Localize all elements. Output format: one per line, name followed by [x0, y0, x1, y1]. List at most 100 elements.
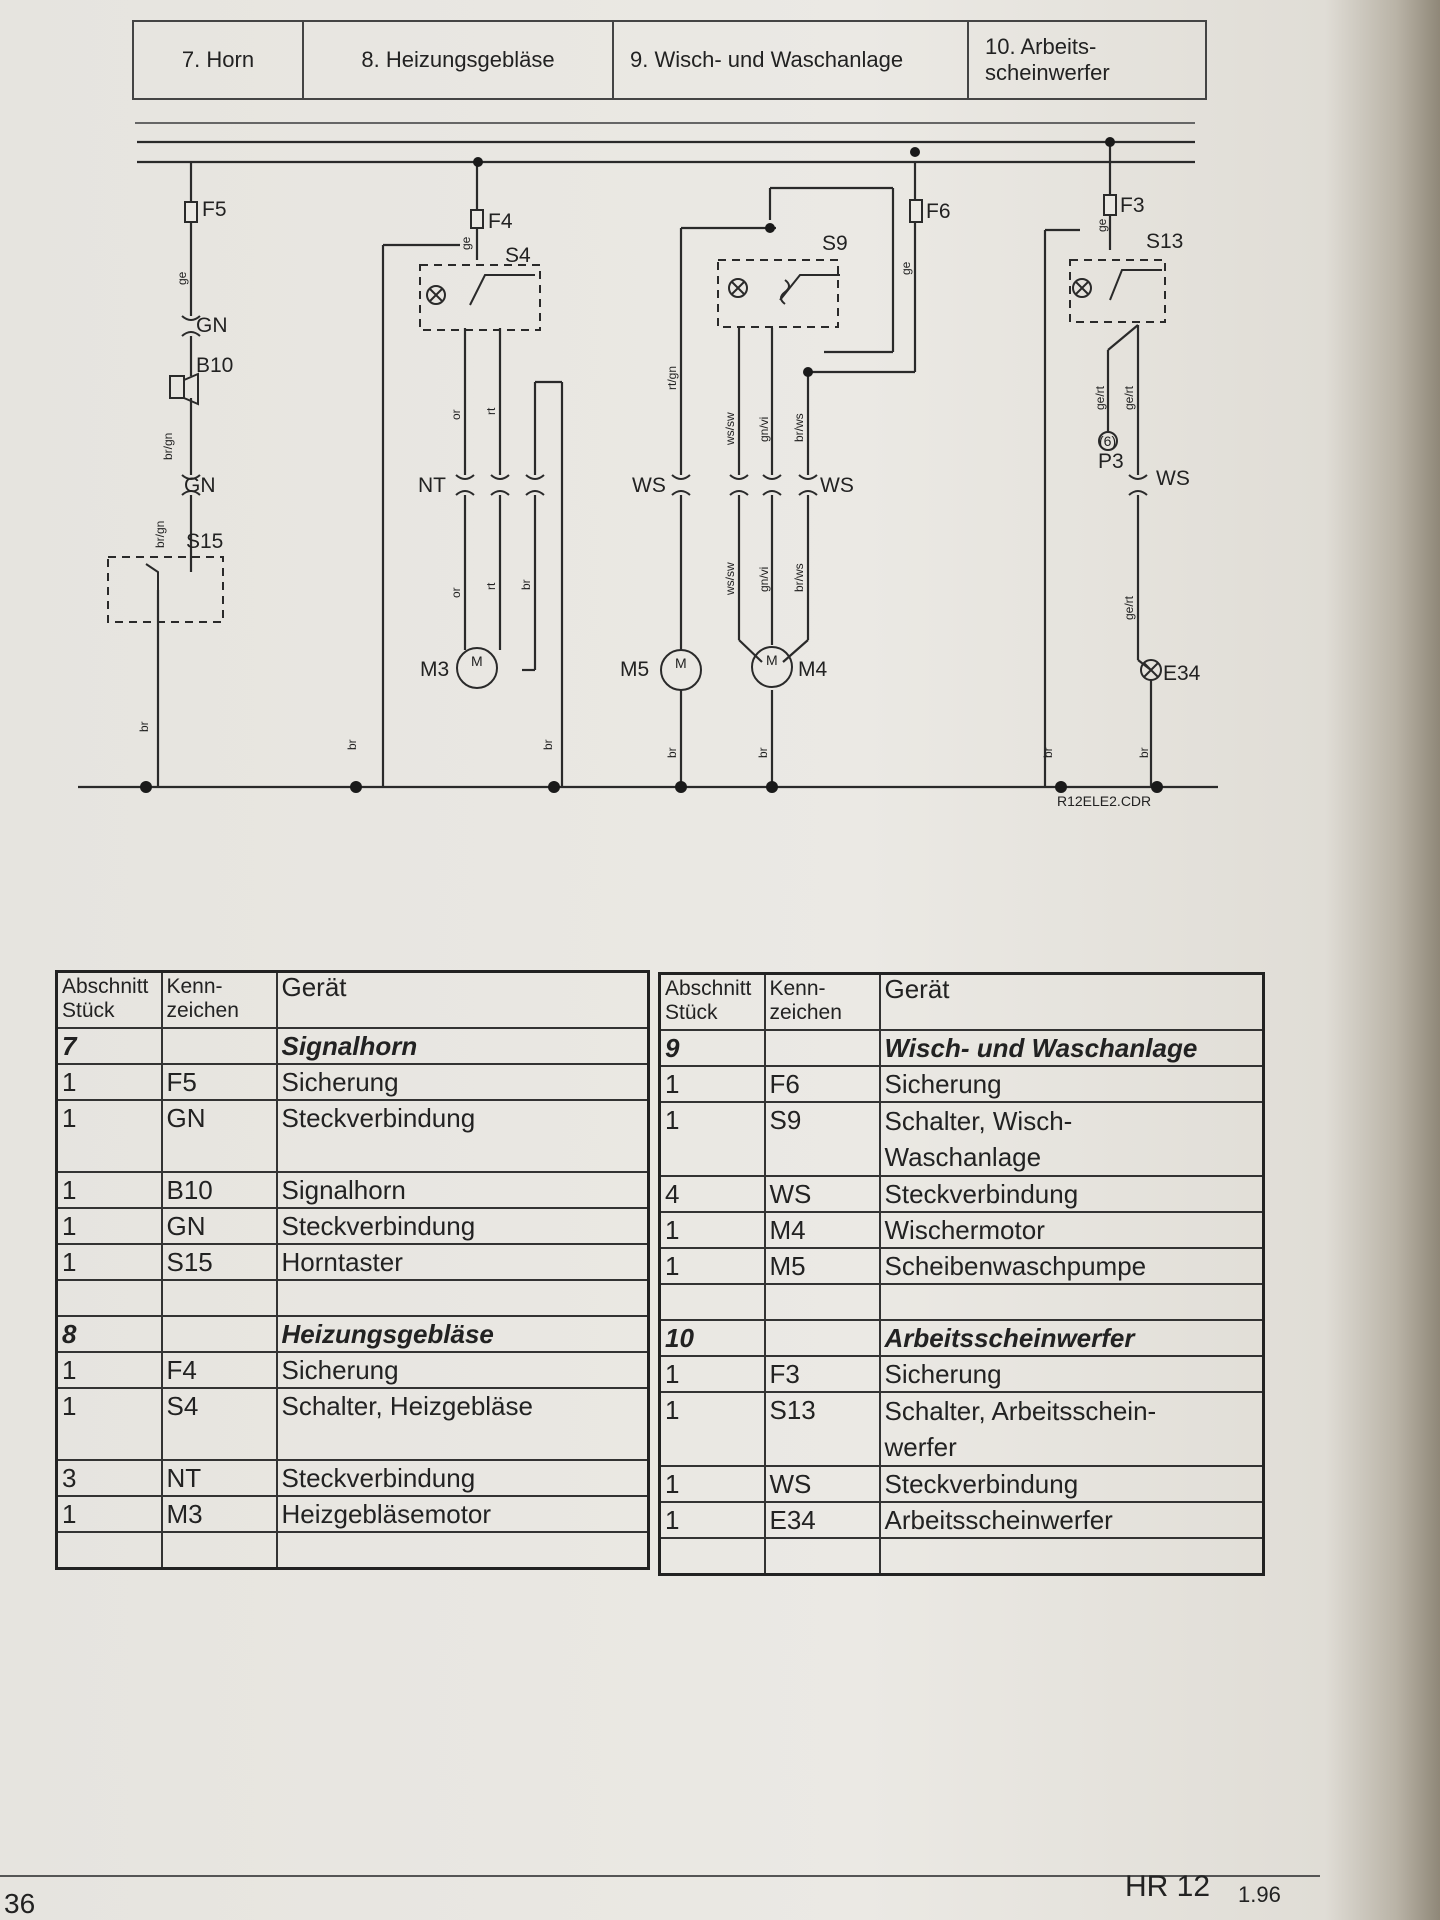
wire-code-or-1: or [449, 409, 463, 420]
cell-count: 1 [55, 1099, 163, 1173]
cell-code: S13 [763, 1391, 881, 1467]
wiring-diagram: F5 GN B10 GN S15 F4 S4 NT M3 WS WS M5 M4… [78, 137, 1218, 809]
cell-code: E34 [763, 1501, 881, 1539]
section-title-heater: 8. Heizungsgebläse [304, 22, 614, 98]
cell-device: Signalhorn [275, 1171, 650, 1209]
cell-device: Sicherung [878, 1065, 1265, 1103]
wire-code-ge-rt-3: ge/rt [1122, 595, 1136, 620]
header-kennzeichen: Kenn- zeichen [763, 972, 881, 1031]
wire-code-br-wiper-1: br [665, 747, 679, 758]
label-M3: M3 [420, 658, 449, 681]
label-B10: B10 [196, 354, 233, 377]
cell-code: NT [160, 1459, 278, 1497]
table-row-empty [55, 1279, 650, 1317]
wire-code-br-heater: br [345, 739, 359, 750]
wire-code-or-2: or [449, 587, 463, 598]
label-F4: F4 [488, 210, 513, 233]
wire-code-ws-sw-2: ws/sw [723, 562, 737, 596]
wire-code-br-light-1: br [1041, 747, 1055, 758]
label-GN-1: GN [196, 314, 228, 337]
wire-code-br-heater-3: br [541, 739, 555, 750]
cell-device: Schalter, Arbeitsschein- werfer [878, 1391, 1265, 1467]
cell-device: Scheibenwaschpumpe [878, 1247, 1265, 1285]
wire-code-gn-vi-2: gn/vi [757, 567, 771, 592]
wire-code-gn-vi-1: gn/vi [757, 417, 771, 442]
wire-code-ge-rt-1: ge/rt [1093, 385, 1107, 410]
cell-count: 1 [658, 1355, 766, 1393]
cell-device: Steckverbindung [878, 1465, 1265, 1503]
table-row-empty [55, 1531, 650, 1570]
table-header-row: Abschnitt Stück Kenn- zeichen Gerät [55, 970, 650, 1029]
cell-count: 1 [658, 1391, 766, 1467]
cell-code: GN [160, 1099, 278, 1173]
label-P3-number: (6) [1099, 433, 1116, 449]
label-S4: S4 [505, 244, 531, 267]
table-row-empty [658, 1283, 1265, 1321]
bus-line-top [135, 122, 1195, 124]
header-kennzeichen-text: Kenn- zeichen [769, 977, 842, 1024]
cell-count: 1 [658, 1211, 766, 1249]
cell-device: Steckverbindung [275, 1099, 650, 1173]
cell-count: 1 [658, 1465, 766, 1503]
cell-device: Steckverbindung [275, 1459, 650, 1497]
label-F3: F3 [1120, 194, 1145, 217]
cell-section: 7 [55, 1027, 163, 1065]
wire-code-br-ws-1: br/ws [792, 413, 806, 442]
cell-code: F3 [763, 1355, 881, 1393]
wire-code-br-gn-2: br/gn [153, 521, 167, 548]
cell-device: Sicherung [878, 1355, 1265, 1393]
label-E34: E34 [1163, 662, 1201, 685]
wire-code-ge-light: ge [1095, 218, 1109, 232]
cell-count: 1 [55, 1063, 163, 1101]
wire-code-ge-horn: ge [175, 271, 189, 285]
cell-code: GN [160, 1207, 278, 1245]
cell-count: 1 [55, 1387, 163, 1461]
header-abschnitt-text: Abschnitt Stück [62, 975, 149, 1022]
header-kennzeichen: Kenn- zeichen [160, 970, 278, 1029]
cell-device: Steckverbindung [275, 1207, 650, 1245]
cell-device: Heizgebläsemotor [275, 1495, 650, 1533]
label-S13: S13 [1146, 230, 1183, 253]
cell-code: M5 [763, 1247, 881, 1285]
cell-count: 1 [55, 1207, 163, 1245]
version-number: 1.96 [1238, 1882, 1281, 1907]
section-title-worklight-text: 10. Arbeits- scheinwerfer [985, 34, 1110, 85]
cell-count: 1 [55, 1495, 163, 1533]
cell-count: 1 [55, 1351, 163, 1389]
label-F5: F5 [202, 198, 227, 221]
wire-code-ge-heater: ge [459, 236, 473, 250]
label-M4: M4 [798, 658, 827, 681]
header-geraet: Gerät [275, 970, 650, 1029]
cell-device-text: Schalter, Arbeitsschein- werfer [884, 1396, 1157, 1462]
label-P3: P3 [1098, 450, 1124, 473]
cell-empty [55, 1279, 163, 1317]
wire-code-br-wiper-2: br [756, 747, 770, 758]
label-WS-right: WS [820, 474, 854, 497]
wire-code-ge-rt-2: ge/rt [1122, 385, 1136, 410]
cell-code: WS [763, 1175, 881, 1213]
wire-code-br-light-2: br [1137, 747, 1151, 758]
wire-code-rt-2: rt [484, 582, 498, 590]
cell-count: 1 [658, 1247, 766, 1285]
section-header: 7. Horn 8. Heizungsgebläse 9. Wisch- und… [132, 20, 1207, 100]
cell-code: S15 [160, 1243, 278, 1281]
cell-count: 3 [55, 1459, 163, 1497]
cell-code: S4 [160, 1387, 278, 1461]
cell-code [763, 1319, 881, 1357]
